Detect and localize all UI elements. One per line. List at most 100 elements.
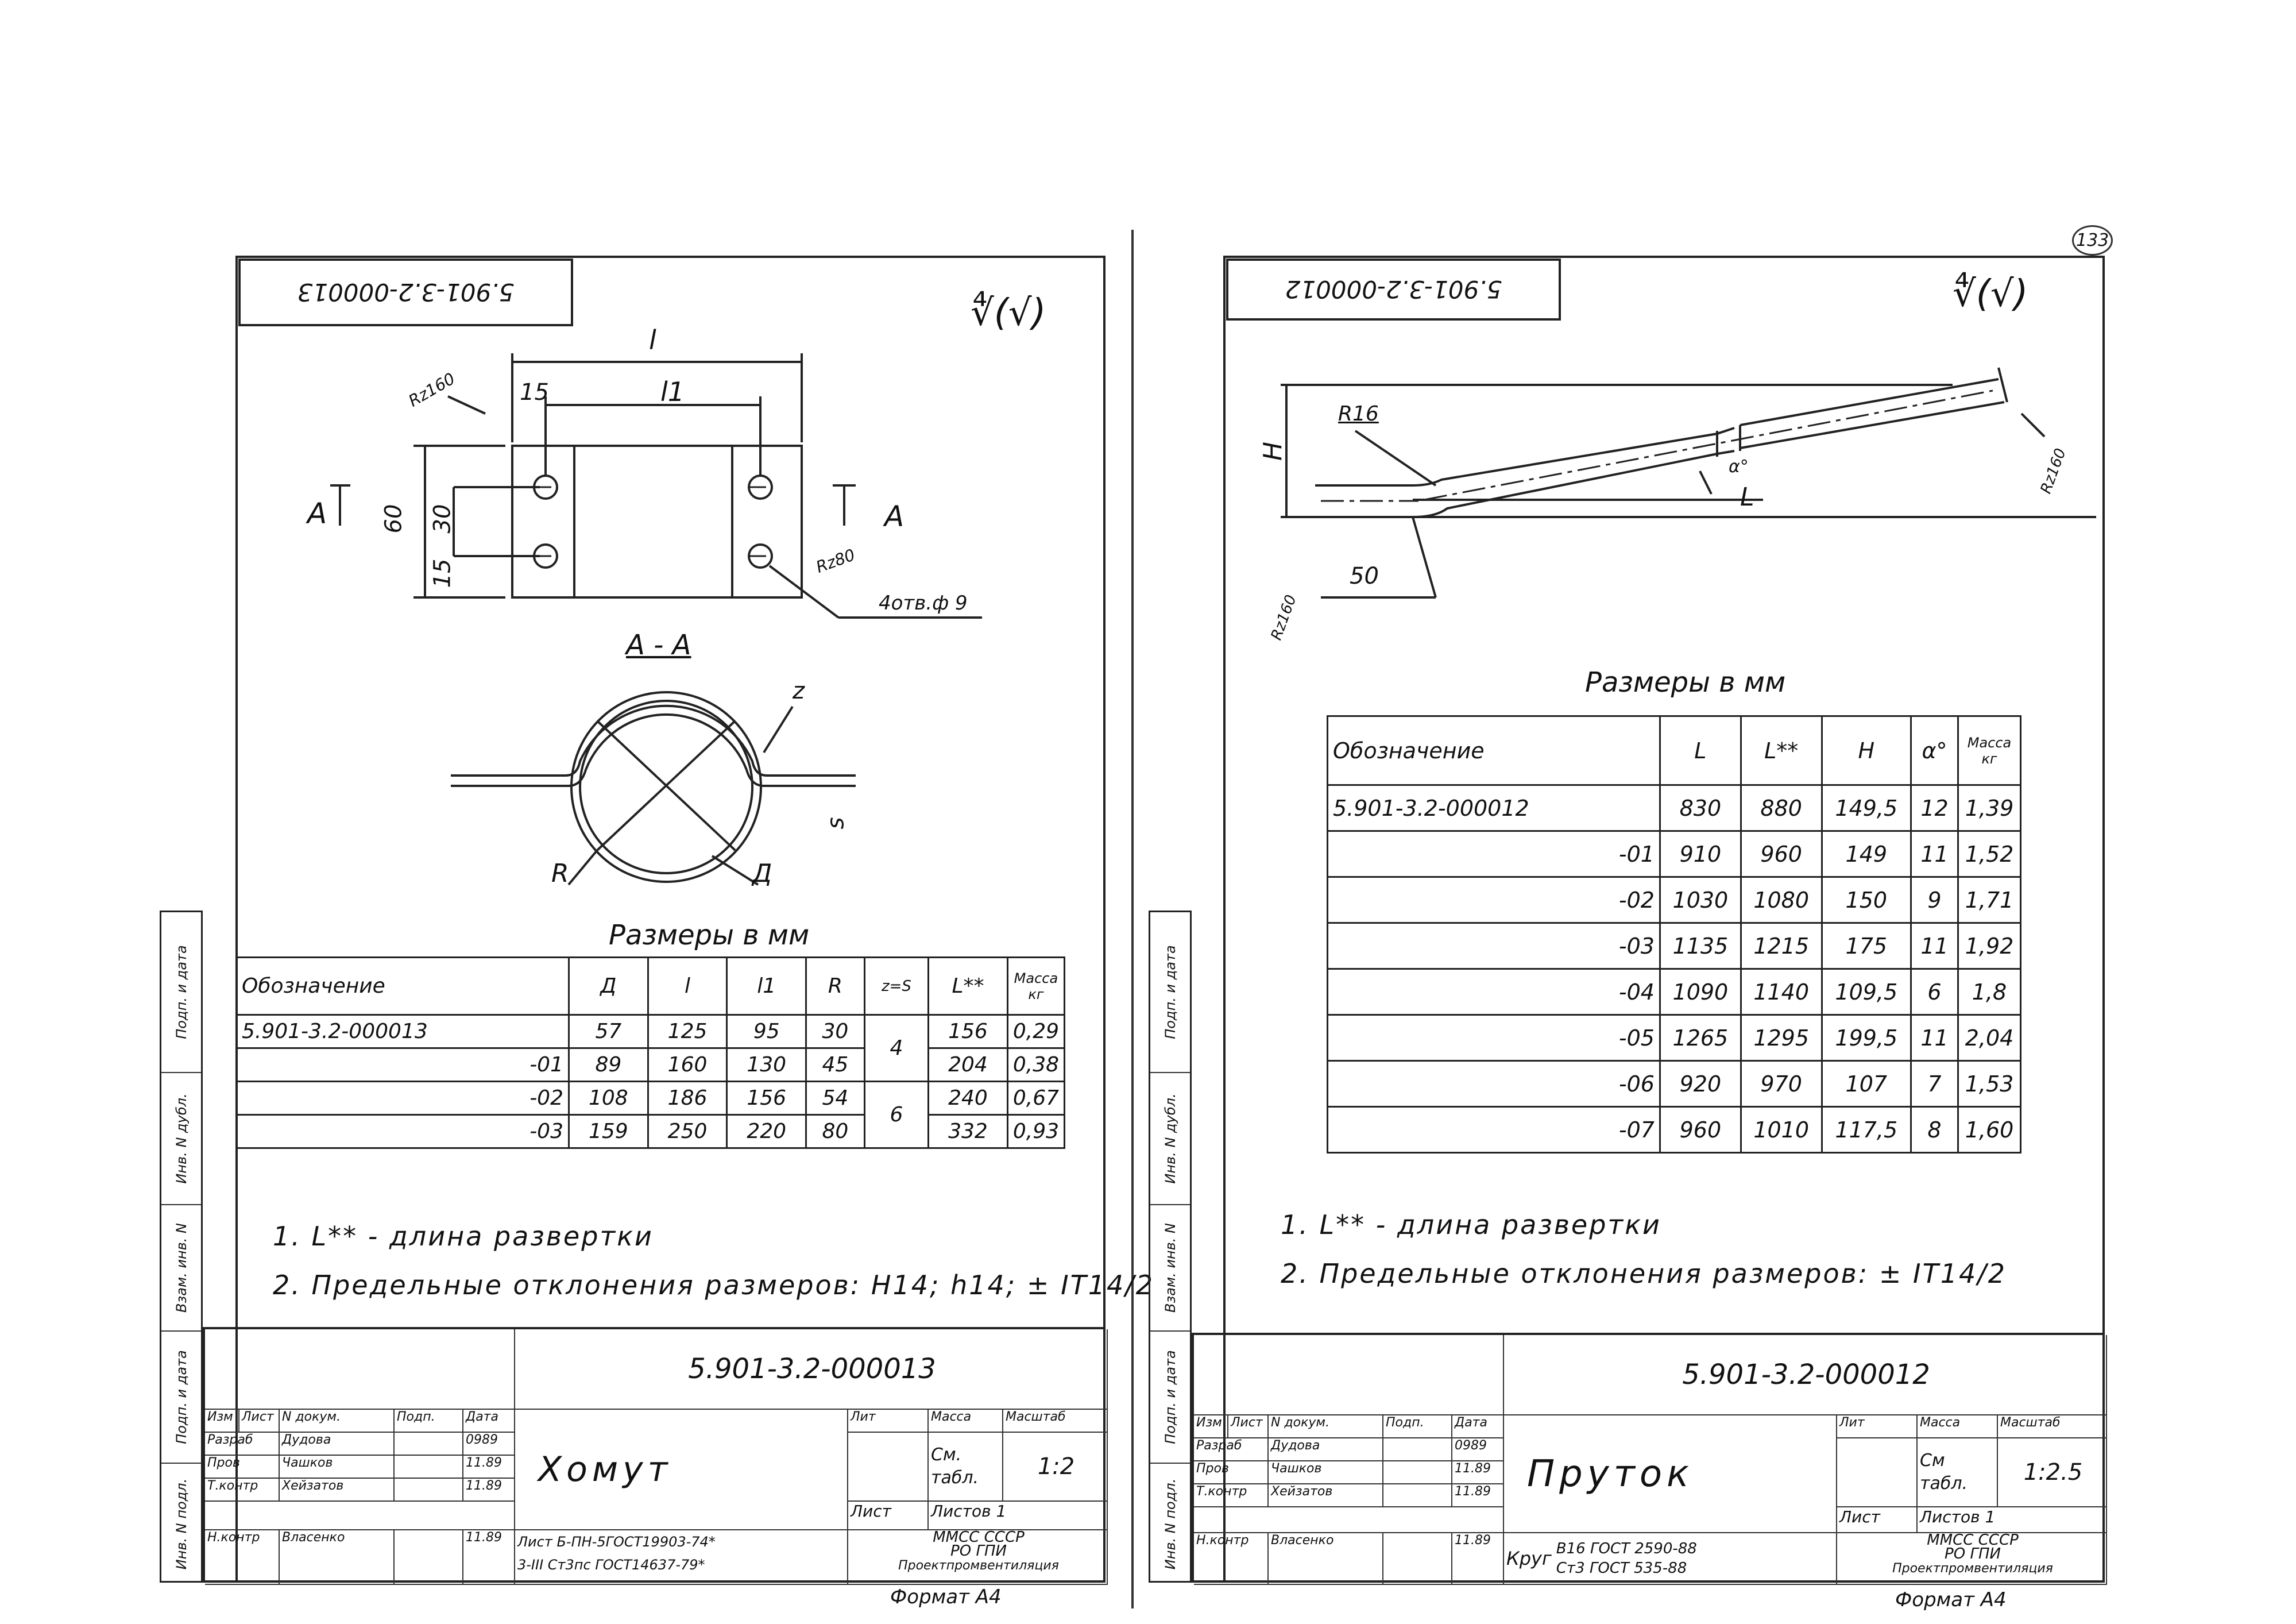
left-tb-org-2: РО ГПИ	[950, 1542, 1007, 1560]
right-cell: 830	[1659, 784, 1742, 832]
left-tb-material-1: Лист Б-ПН-5ГОСТ19903-74*	[517, 1534, 716, 1550]
left-cell: -02	[235, 1081, 570, 1116]
left-cell: 186	[647, 1081, 728, 1116]
left-dimension-table: Обозначение Д l l1 R z=S L** Масса кг 5.…	[235, 956, 1066, 1149]
right-note-2: 2. Предельные отклонения размеров: ± IT1…	[1281, 1258, 2007, 1289]
right-tb-lit: Лит	[1837, 1415, 1918, 1438]
right-dim-alpha: α°	[1729, 457, 1749, 477]
left-tb-role: Разраб	[205, 1433, 280, 1456]
right-cell: -06	[1327, 1060, 1661, 1108]
left-tb-head: Лист	[239, 1410, 280, 1433]
left-section-D: Д	[752, 859, 772, 888]
table-row: -01 910 960 149 11 1,52	[1327, 830, 2021, 878]
left-col-header: l	[647, 956, 728, 1016]
left-cell-zs-group1: 4	[863, 1014, 930, 1082]
right-tb-sign	[1383, 1461, 1452, 1484]
right-tb-org-3: Проектпромвентиляция	[1892, 1561, 2053, 1576]
right-cell: -04	[1327, 968, 1661, 1016]
right-tb-person: Чашков	[1269, 1461, 1383, 1484]
left-tb-lit: Лит	[848, 1410, 929, 1433]
right-tb-role: Пров	[1194, 1461, 1269, 1484]
table-row: -07 960 1010 117,5 8 1,60	[1327, 1106, 2021, 1154]
side-label: Подп. и дата	[1162, 1350, 1178, 1444]
right-cell: 117,5	[1820, 1106, 1912, 1154]
right-cell: 1080	[1740, 876, 1823, 924]
right-cell: 960	[1740, 830, 1823, 878]
left-cell: 0,67	[1006, 1081, 1066, 1116]
left-tb-sign	[395, 1479, 463, 1502]
left-side-stamp: Подп. и дата Инв. N дубл. Взам. инв. N П…	[160, 911, 203, 1583]
side-label: Взам. инв. N	[1162, 1223, 1178, 1313]
left-cell: 130	[726, 1047, 807, 1082]
right-tb-sign	[1383, 1438, 1452, 1461]
right-side-stamp: Подп. и дата Инв. N дубл. Взам. инв. N П…	[1149, 911, 1192, 1583]
left-cell: -01	[235, 1047, 570, 1082]
left-cell: 95	[726, 1014, 807, 1049]
left-tb-material-2: 3-III Ст3пс ГОСТ14637-79*	[517, 1557, 705, 1573]
right-col-header: α°	[1910, 715, 1959, 786]
right-dim-L: L	[1740, 483, 1754, 512]
left-cell: 332	[927, 1114, 1008, 1149]
left-tb-sheets: Листов 1	[929, 1502, 1108, 1530]
right-tb-sign	[1383, 1484, 1452, 1507]
right-cell: 8	[1910, 1106, 1959, 1154]
right-tb-role: Н.контр	[1194, 1533, 1269, 1585]
left-note-1: 1. L** - длина развертки	[273, 1221, 654, 1252]
right-cell: 150	[1820, 876, 1912, 924]
left-cell: -03	[235, 1114, 570, 1149]
left-col-header: l1	[726, 956, 807, 1016]
right-cell: 1030	[1659, 876, 1742, 924]
left-hole-note: 4отв.ф 9	[879, 592, 968, 615]
left-tb-org-1: ММСС СССР	[933, 1530, 1025, 1546]
right-tb-sign	[1383, 1533, 1452, 1585]
left-cell: 250	[647, 1114, 728, 1149]
table-row: 5.901-3.2-000012 830 880 149,5 12 1,39	[1327, 784, 2021, 832]
left-tb-sign	[395, 1433, 463, 1456]
left-tb-code: 5.901-3.2-000013	[515, 1329, 1108, 1410]
left-note-2: 2. Предельные отклонения размеров: Н14; …	[273, 1270, 1155, 1301]
left-tb-head: N докум.	[280, 1410, 395, 1433]
left-tb-person: Хейзатов	[280, 1479, 395, 1502]
right-cell: -05	[1327, 1014, 1661, 1062]
right-cell: 1295	[1740, 1014, 1823, 1062]
left-col-header: z=S	[863, 956, 930, 1016]
left-cell: 54	[805, 1081, 865, 1116]
right-tb-role: Разраб	[1194, 1438, 1269, 1461]
left-tb-date: 11.89	[463, 1530, 515, 1585]
left-tb-scale-label: Масштаб	[1003, 1410, 1108, 1433]
left-cell: 80	[805, 1114, 865, 1149]
right-tb-sheets: Листов 1	[1918, 1507, 2107, 1533]
right-tb-material-prefix: Круг	[1506, 1548, 1552, 1569]
right-cell: 910	[1659, 830, 1742, 878]
side-label: Подп. и дата	[1162, 945, 1178, 1039]
right-cell: 7	[1910, 1060, 1959, 1108]
right-tb-person: Хейзатов	[1269, 1484, 1383, 1507]
left-tb-date: 11.89	[463, 1456, 515, 1479]
right-table-caption: Размеры в мм	[1585, 666, 1786, 699]
left-tb-scale-value: 1:2	[1003, 1433, 1108, 1502]
left-col-header: Обозначение	[235, 956, 570, 1016]
left-section-mark-left: A	[307, 497, 327, 530]
right-tb-date: 0989	[1452, 1438, 1504, 1461]
table-row: -04 1090 1140 109,5 6 1,8	[1327, 968, 2021, 1016]
right-cell: -02	[1327, 876, 1661, 924]
right-cell: 1010	[1740, 1106, 1823, 1154]
side-label: Инв. N дубл.	[1162, 1093, 1178, 1184]
right-tb-date: 11.89	[1452, 1461, 1504, 1484]
right-cell: 1,8	[1957, 968, 2021, 1016]
right-cell: 5.901-3.2-000012	[1327, 784, 1661, 832]
right-cell: 109,5	[1820, 968, 1912, 1016]
right-note-1: 1. L** - длина развертки	[1281, 1209, 1661, 1240]
right-cell: 1,92	[1957, 922, 2021, 970]
right-cell: 12	[1910, 784, 1959, 832]
table-row: -02 1030 1080 150 9 1,71	[1327, 876, 2021, 924]
left-tb-sheet: Лист	[848, 1502, 929, 1530]
right-tb-sheet: Лист	[1837, 1507, 1918, 1533]
right-cell: -07	[1327, 1106, 1661, 1154]
left-section-mark-right: A	[884, 500, 905, 533]
left-cell: 240	[927, 1081, 1008, 1116]
right-col-header: H	[1820, 715, 1912, 786]
